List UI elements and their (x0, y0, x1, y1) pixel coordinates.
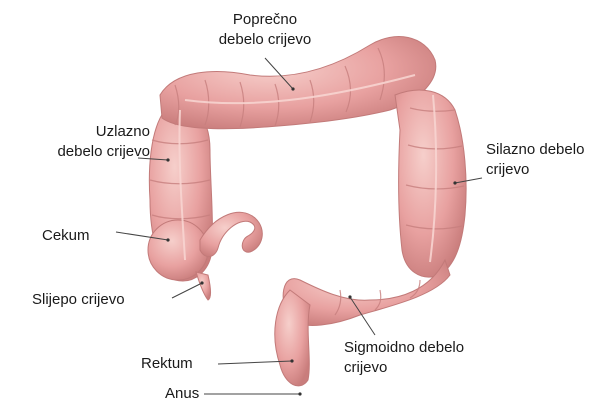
colon-body (148, 37, 466, 386)
label-rectum: Rektum (141, 354, 221, 374)
rectum (275, 290, 310, 386)
label-transverse-colon: Poprečno debelo crijevo (205, 10, 325, 50)
transverse-colon (160, 37, 436, 129)
cecum (148, 220, 208, 280)
label-ascending-colon: Uzlazno debelo crijevo (2, 122, 150, 162)
label-anus: Anus (165, 384, 225, 404)
leader-appendix (172, 283, 202, 298)
label-appendix: Slijepo crijevo (32, 290, 172, 310)
appendix (196, 272, 211, 300)
label-sigmoid-colon: Sigmoidno debelo crijevo (344, 338, 484, 378)
label-descending-colon: Silazno debelo crijevo (486, 140, 601, 180)
label-cecum: Cekum (42, 226, 122, 246)
